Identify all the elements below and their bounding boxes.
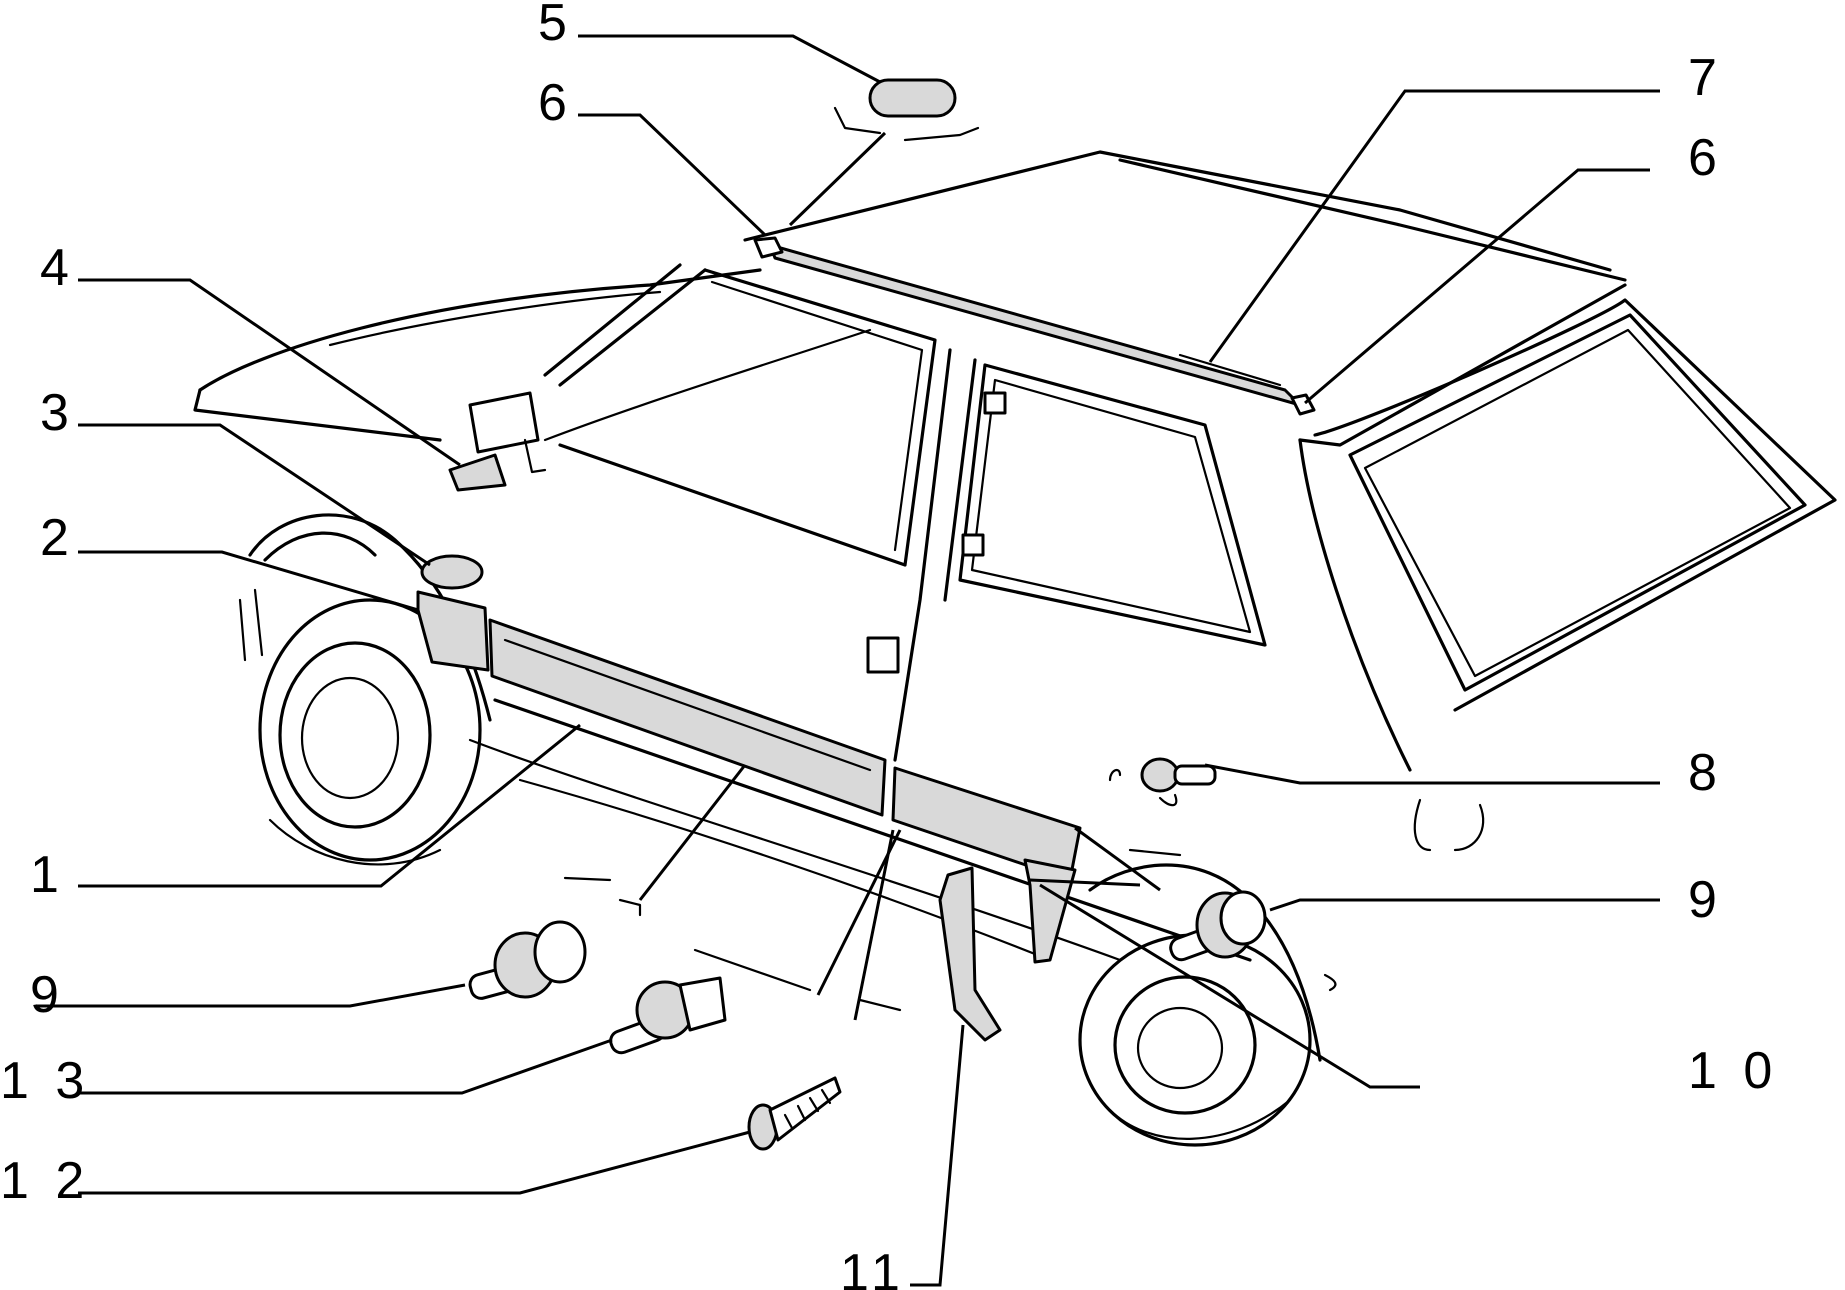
callout-11: 11 [840,1244,906,1290]
callout-8: 8 [1688,744,1723,802]
callout-12: 1 2 [0,1152,90,1210]
retaining-clip [1108,757,1217,807]
callout-numbers: 1 2 3 4 5 6 6 7 8 9 9 1 0 11 1 2 1 3 [0,0,1778,1290]
rivet-left [468,920,587,1000]
side-mirror [468,391,540,454]
callout-3: 3 [40,384,75,442]
callout-9-right: 9 [1688,871,1723,929]
callout-7: 7 [1688,49,1723,107]
callout-2: 2 [40,509,75,567]
callout-10: 1 0 [1688,1042,1778,1100]
callout-4: 4 [40,239,75,297]
roof-lamp [868,78,957,118]
side-repeater-lamp [420,554,484,590]
roof-rail-strip [768,243,1302,407]
roof-rail-front-cap [753,236,784,259]
front-fender-moulding [416,590,490,672]
wheel-arch-trim [938,866,1002,1042]
callout-9-left: 9 [30,966,65,1024]
car-body-drawing [193,150,1837,1147]
rear-quarter-moulding [1023,858,1077,964]
leader-lines [38,34,1660,1287]
screw [747,1076,842,1151]
rivet-right [1169,890,1267,962]
plastic-clip [609,976,727,1055]
callout-1: 1 [30,846,65,904]
callout-6-rear: 6 [1688,129,1723,187]
parts-drawing [416,78,1316,1151]
callout-6-front: 6 [538,74,573,132]
mirror-bracket [448,453,507,492]
callout-13: 1 3 [0,1052,90,1110]
callout-5: 5 [538,0,573,52]
rear-door-moulding [891,766,1082,882]
